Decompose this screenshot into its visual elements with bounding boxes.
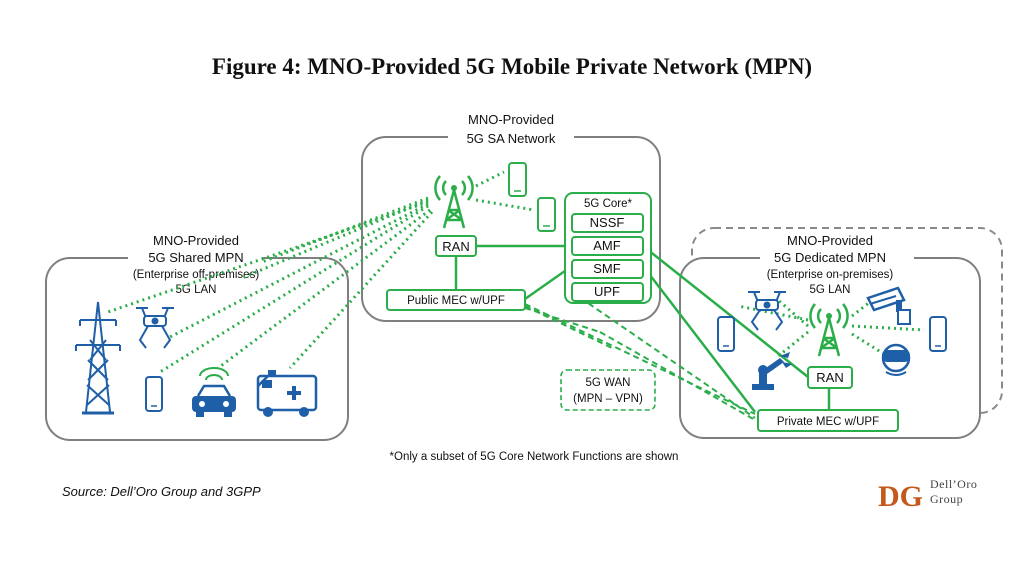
shared-mpn-label-line4: 5G LAN — [176, 284, 217, 296]
wan-links — [524, 291, 756, 421]
smf-label: SMF — [593, 261, 621, 276]
vr-headset-icon — [881, 343, 911, 376]
wireless-link — [475, 198, 535, 212]
connected-car-icon — [192, 367, 236, 417]
sa-network-label-line2: 5G SA Network — [467, 131, 556, 146]
link-amf-ran-dedicated — [642, 245, 809, 378]
upf-label: UPF — [594, 284, 620, 299]
shared-header-bg — [128, 249, 262, 267]
amf-box — [571, 236, 644, 256]
wireless-link — [777, 298, 809, 328]
nssf-label: NSSF — [590, 215, 625, 230]
logo-mark: DG — [878, 480, 923, 513]
wireless-link — [851, 324, 925, 332]
power-pylon-icon — [75, 301, 121, 415]
wireless-link — [217, 208, 431, 370]
cell-tower-icon — [809, 303, 849, 357]
wireless-links — [107, 170, 925, 374]
source-note: Source: Dell’Oro Group and 3GPP — [62, 484, 261, 499]
public-mec-label: Public MEC w/UPF — [407, 295, 505, 307]
wan-link — [524, 305, 613, 349]
cell-tower-icon — [434, 175, 474, 229]
core-functions: NSSF AMF SMF UPF — [571, 213, 644, 302]
delloro-logo: DG Dell’Oro Group — [878, 477, 977, 513]
amf-label: AMF — [593, 238, 621, 253]
wireless-link — [288, 210, 434, 370]
wireless-link — [107, 200, 429, 314]
smartphone-icon — [929, 316, 947, 352]
dedicated-mpn-label-line1: MNO-Provided — [787, 233, 873, 248]
sa-network-label-line1: MNO-Provided — [468, 112, 554, 127]
shared-mpn-label-line2: 5G Shared MPN — [148, 250, 243, 265]
wan-label-line1: 5G WAN — [586, 377, 631, 389]
figure-title: Figure 4: MNO-Provided 5G Mobile Private… — [212, 54, 812, 79]
wireless-link — [241, 198, 429, 280]
wired-links — [454, 244, 831, 413]
wireless-link — [775, 330, 809, 360]
public-mec-box — [386, 289, 526, 311]
wireless-link — [167, 202, 429, 340]
shared-mpn-label-line1: MNO-Provided — [153, 233, 239, 248]
private-mec-label: Private MEC w/UPF — [777, 416, 879, 428]
logo-line1: Dell’Oro — [930, 477, 977, 491]
wan-link — [524, 303, 756, 415]
sa-header-bg — [448, 129, 574, 147]
wan-box — [560, 369, 656, 411]
smartphone-icon — [537, 197, 556, 232]
wireless-link — [159, 204, 429, 374]
dedicated-mpn-label-line4: 5G LAN — [810, 284, 851, 296]
logo-line2: Group — [930, 492, 963, 506]
upf-box — [571, 282, 644, 302]
ran-dedicated-box — [807, 366, 853, 389]
nssf-box — [571, 213, 644, 233]
shared-mpn-label-line3: (Enterprise off-premises) — [133, 269, 259, 281]
private-mec-box — [757, 409, 899, 432]
dedicated-mpn-label-line2: 5G Dedicated MPN — [774, 250, 886, 265]
wan-link — [571, 291, 756, 419]
dedicated-header-bg — [760, 249, 914, 267]
footnote: *Only a subset of 5G Core Network Functi… — [390, 451, 679, 463]
security-camera-icon — [866, 286, 911, 325]
dedicated-mpn-label-line3: (Enterprise on-premises) — [767, 269, 894, 281]
smartphone-icon — [717, 316, 735, 352]
wireless-link — [851, 300, 871, 318]
drone-icon — [136, 307, 174, 349]
smartphone-icon — [145, 376, 163, 412]
wireless-link — [851, 332, 885, 356]
wan-label-line2: (MPN – VPN) — [573, 393, 643, 405]
smf-box — [571, 259, 644, 279]
drone-icon — [748, 291, 786, 331]
ran-central-label: RAN — [442, 239, 469, 254]
link-smf-private-mec — [642, 265, 756, 413]
ambulance-icon — [256, 370, 318, 417]
ran-central-box — [435, 235, 477, 257]
ran-dedicated-label: RAN — [816, 370, 843, 385]
5g-core-label: 5G Core* — [584, 198, 632, 210]
smartphone-icon — [508, 162, 527, 197]
robot-arm-icon — [752, 352, 792, 390]
